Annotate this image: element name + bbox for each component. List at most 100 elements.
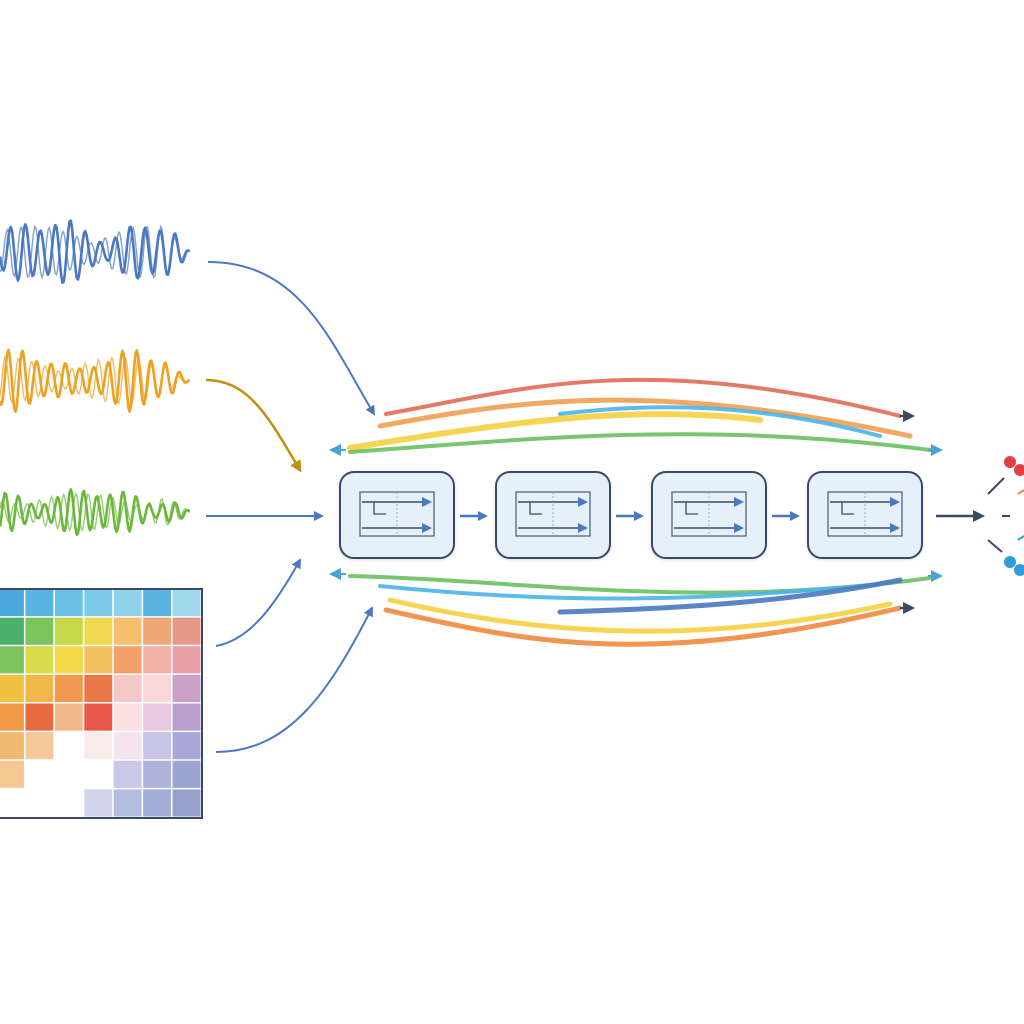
heatmap-cell (143, 703, 172, 731)
heatmap-cell (113, 674, 142, 703)
output-node-blue-2 (1014, 564, 1024, 576)
heatmap-cell (143, 646, 172, 674)
heatmap-cell (84, 617, 113, 645)
heatmap-cell (84, 589, 113, 617)
output-node-red-1 (1004, 456, 1016, 468)
heatmap-cell (0, 674, 24, 703)
arrow-heatmap-2 (215, 606, 373, 753)
ribbon-top-2 (377, 397, 913, 439)
arrow-signal-blue (207, 261, 376, 416)
heatmap-cell (172, 732, 201, 760)
arrow-heatmap-1 (215, 558, 301, 647)
signal-orange-trace (0, 355, 190, 405)
ribbon-bottom-3 (557, 577, 903, 615)
heatmap-cell (25, 589, 54, 617)
heatmap-cell (25, 789, 54, 817)
output-branch-bottom (987, 539, 1003, 553)
heatmap-cell (113, 646, 142, 674)
output-node-red-2 (1014, 464, 1024, 476)
heatmap-cell (172, 703, 201, 731)
heatmap-cell (84, 646, 113, 674)
heatmap-cell (54, 589, 83, 617)
ribbon-top-4 (347, 411, 763, 451)
ribbon-top-5 (348, 432, 932, 454)
output-tick-orange (1017, 489, 1024, 495)
heatmap-cell (84, 732, 113, 760)
ribbons-bottom (329, 568, 943, 647)
heatmap-cell (113, 732, 142, 760)
heatmap-cell (84, 760, 113, 788)
heatmap-cell (172, 760, 201, 788)
heatmap-cell (172, 617, 201, 645)
heatmap-input (0, 588, 203, 819)
heatmap-cell (143, 789, 172, 817)
heatmap-cell (54, 617, 83, 645)
heatmap-cell (143, 617, 172, 645)
heatmap-cell (84, 674, 113, 703)
heatmap-cell (113, 703, 142, 731)
output-tick-blue (1017, 535, 1024, 541)
ribbon-top-3 (558, 405, 882, 438)
heatmap-cell (0, 703, 24, 731)
heatmap-cell (84, 789, 113, 817)
block-loop-glyph (373, 502, 386, 515)
heatmap-cell (54, 760, 83, 788)
block-loop-glyph (685, 502, 698, 515)
heatmap-cell (113, 760, 142, 788)
heatmap-cell (143, 589, 172, 617)
ribbon-bottom-4 (387, 597, 893, 634)
output-branch-top (987, 477, 1005, 495)
heatmap-cell (25, 703, 54, 731)
heatmap-cell (113, 789, 142, 817)
block-frame (339, 471, 455, 559)
input-arrows (205, 261, 376, 753)
heatmap-cell (0, 589, 24, 617)
block-4 (807, 471, 923, 559)
heatmap-cell (0, 646, 24, 674)
block-frame (495, 471, 611, 559)
ribbon-bottom-2 (378, 582, 882, 601)
arrow-signal-orange (205, 378, 302, 473)
ribbons-top (329, 377, 943, 456)
heatmap-cell (172, 589, 201, 617)
heatmap-cell (143, 674, 172, 703)
heatmap-cell (143, 760, 172, 788)
heatmap-cell (0, 760, 24, 788)
heatmap-cell (25, 760, 54, 788)
heatmap-cell (25, 646, 54, 674)
block-1 (339, 471, 455, 559)
heatmap-cell (25, 617, 54, 645)
heatmap-cell (84, 703, 113, 731)
output-node-blue-1 (1004, 556, 1016, 568)
signal-blue-trace (0, 224, 190, 280)
heatmap-cell (143, 732, 172, 760)
block-frame (807, 471, 923, 559)
block-frame (651, 471, 767, 559)
heatmap-cell (0, 789, 24, 817)
heatmap-cell (54, 789, 83, 817)
heatmap-cell (54, 646, 83, 674)
block-3 (651, 471, 767, 559)
ribbon-bottom-5 (383, 605, 903, 647)
output-section (936, 456, 1024, 576)
heatmap-cell (25, 674, 54, 703)
heatmap-border (0, 588, 203, 819)
processing-blocks (339, 471, 923, 559)
heatmap-cell (113, 617, 142, 645)
block-loop-glyph (841, 502, 854, 515)
heatmap-cell (113, 589, 142, 617)
heatmap-cell (54, 732, 83, 760)
signal-green-trace (0, 492, 190, 532)
ribbon-top-1 (384, 377, 902, 418)
heatmap-cell (0, 732, 24, 760)
heatmap-cell (54, 703, 83, 731)
heatmap-cell (172, 646, 201, 674)
input-signals (0, 219, 191, 537)
block-loop-glyph (529, 502, 542, 515)
heatmap-cell (172, 674, 201, 703)
heatmap-cell (54, 674, 83, 703)
heatmap-cell (172, 789, 201, 817)
heatmap-cell (25, 732, 54, 760)
block-2 (495, 471, 611, 559)
